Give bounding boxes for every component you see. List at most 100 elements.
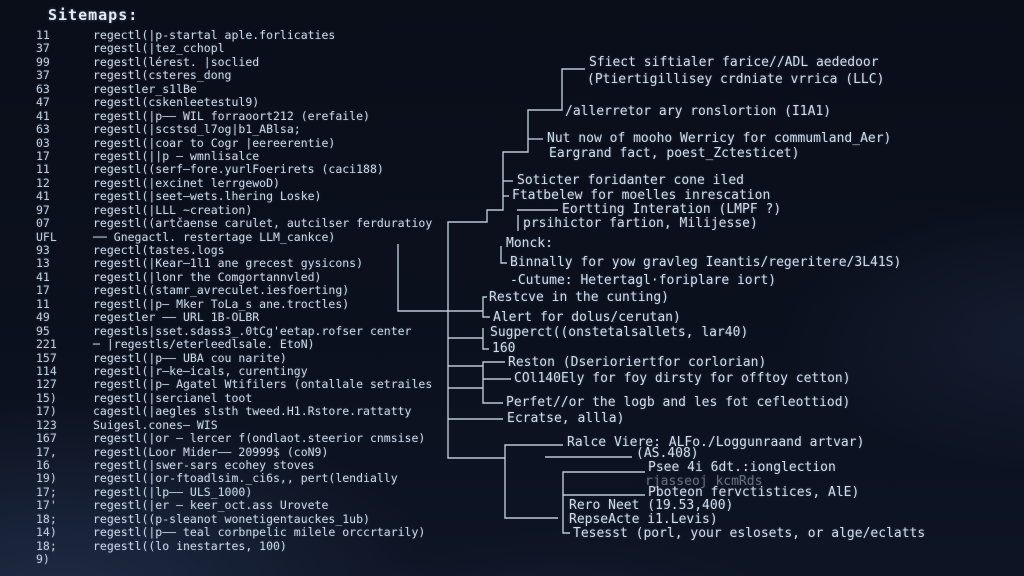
list-row: 41 regestl(|seet–wets.lhering Loske) (0, 189, 470, 204)
row-text: regestl(|p—— WIL forraoort212 (erefaile) (93, 108, 370, 123)
tree-node-label: COl140Ely for foy dirsty for offtoy cett… (514, 371, 851, 386)
row-number: 07 (36, 216, 50, 231)
row-number: 18; (36, 511, 57, 526)
list-row: 17' regestl(|er – keer_oct.ass Urovete (0, 498, 470, 513)
list-row: 9) (0, 552, 470, 566)
tree-node-label: Monck: (506, 236, 553, 251)
row-text: regestl(lérest. |soclied (93, 54, 260, 69)
row-text: regestl((lo inestartes, 100) (93, 538, 287, 553)
list-row: 221 ─ |regestls/eterleedlsale. EtoN) (0, 337, 470, 352)
tree-node-label: Ecratse, allla) (507, 411, 625, 426)
page-title: Sitemaps: (48, 6, 139, 24)
row-text: regestl(|p– Agatel Wtifilers (ontallale … (93, 377, 433, 392)
row-number: 19) (36, 471, 57, 486)
row-text: regestl(|swer-sars ecohey stoves (93, 458, 315, 472)
tree-node-label: Soticter foridanter cone iled (517, 173, 744, 188)
row-text: regestl(|sercianel toot (93, 390, 253, 405)
tree-node-label: Binnally for yow gravleg Ieantis/regerit… (510, 255, 902, 270)
row-number: 167 (36, 431, 57, 446)
row-number: 95 (36, 323, 50, 338)
list-row: 37 regestl(csteres_dong (0, 68, 470, 83)
list-row: 03 regestl(|coar to Cogr |eereerentie) (0, 135, 470, 150)
row-number: 37 (36, 41, 50, 56)
row-text: cagestl(|aegles slsth tweed.H1.Rstore.ra… (93, 404, 412, 419)
row-number: 99 (36, 54, 50, 69)
row-text: regestl(|p–– UBA cou narite) (93, 350, 287, 365)
row-number: 49 (36, 310, 50, 325)
row-number: 17 (36, 148, 50, 163)
tree-node-label: /allerretor ary ronslortion (I1A1) (565, 104, 832, 119)
row-text: regestl(|p– Mker ToLa_s ane.troctles) (93, 296, 350, 311)
row-number: 114 (36, 363, 57, 378)
list-row: 127 regestl(|p– Agatel Wtifilers (ontall… (0, 377, 470, 392)
row-number: 16 (36, 458, 50, 472)
list-row: 123 Suigesl.cones– WIS (0, 417, 470, 432)
row-number: 14) (36, 525, 57, 540)
row-number: 12 (36, 175, 50, 190)
list-row: 93 regectl(tastes.logs (0, 243, 470, 257)
tree-node-label: Reston (Dserioriertfor corlorian) (508, 355, 767, 370)
list-row: 63 regestler_s1lBe (0, 82, 470, 96)
row-number: 17 (36, 283, 50, 298)
row-text: regestl(|er – keer_oct.ass Urovete (93, 498, 329, 513)
row-text: regestl(Loor Mider–– 20999$ (coN9) (93, 444, 329, 459)
bracket-reston-wire (482, 361, 505, 404)
list-row: 17; regestl(|lp–– ULS_1000) (0, 484, 470, 499)
row-number: 37 (36, 68, 50, 83)
row-number: 18; (36, 538, 57, 553)
tree-node-label: Sfiect siftialer farice//ADL aededoor (589, 55, 879, 70)
row-number: 221 (36, 337, 57, 352)
row-number: 17, (36, 444, 57, 459)
tree-node-label: Eargrand fact, poest_Zctesticet) (549, 146, 800, 161)
row-number: 17) (36, 404, 57, 419)
row-text: regestl(|excinet lerrgewoD) (93, 175, 280, 190)
list-row: 14) regestl(|p–– teal corbnpelic milele … (0, 525, 470, 540)
box-ralce-wire (504, 444, 563, 519)
row-number: 41 (36, 269, 50, 284)
row-number: 123 (36, 417, 57, 432)
row-number: 11 (36, 162, 50, 177)
tree-node-label: Psee 4i 6dt.:ionglection (648, 460, 836, 475)
list-row: 07 regestl((artčaense carulet, autcilser… (0, 216, 470, 231)
row-text: regestl(|lonr the Comgortannvled) (93, 269, 322, 284)
row-number: 13 (36, 256, 50, 271)
row-number: 17; (36, 484, 57, 499)
list-row: 37 regestl(|tez_cchopl (0, 41, 470, 56)
tree-node-label: rjasseoj kcmRds (645, 474, 763, 489)
tree-node-label: (Ptiertigillisey crdniate vrrica (LLC) (587, 72, 885, 87)
row-text: ─ |regestls/eterleedlsale. EtoN) (93, 337, 315, 352)
list-row: UFL ── Gnegactl. restertage LLM_cankce) (0, 230, 470, 244)
row-text: regestl(|seet–wets.lhering Loske) (93, 189, 322, 204)
list-row: 41 regestl(|p—— WIL forraoort212 (erefai… (0, 108, 470, 123)
row-text: regestl(|scstsd_l7og|b1_ABlsa; (93, 122, 301, 137)
list-row: 18; regestl((lo inestartes, 100) (0, 538, 470, 553)
list-row: 41 regestl(|lonr the Comgortannvled) (0, 269, 470, 284)
tree-node-label: -Cutume: Hetertagl·foriplare iort) (510, 273, 777, 288)
tree-node-label: Ralce Viere: ALFo./Loggunraand artvar) (567, 435, 865, 450)
list-row: 114 regestl(|r–ke–icals, curentingy (0, 363, 470, 378)
row-text: regectl(tastes.logs (93, 243, 225, 257)
row-text: regestls|sset.sdass3_.0tCg'eetap.rofser … (93, 323, 412, 338)
row-text: regectl(|p-startal aple.forlicaties (93, 28, 336, 42)
row-text: regestl(|or-ftoadlsim._ci6s,, pert(lendi… (93, 471, 398, 486)
row-number: 03 (36, 135, 50, 150)
tree-node-label: prsihictor fartion, Milijesse) (523, 216, 758, 231)
tree-node-label: Restcve in the cunting) (489, 290, 670, 305)
row-number: 47 (36, 95, 50, 110)
row-text: Suigesl.cones– WIS (93, 417, 218, 432)
tree-node-label: Perfet//or the logb and les fot cefleott… (506, 395, 851, 410)
row-text: regestl(|lp–– ULS_1000) (93, 484, 253, 499)
tree-node-label: Rero Neet (19.53,400) (569, 498, 734, 513)
row-number: 15) (36, 390, 57, 405)
bracket-sugperct-160-wire (482, 328, 489, 350)
list-row: 47 regestl(cskenleetestul9) (0, 95, 470, 110)
row-text: regestl(||p – wmnlisalce (93, 148, 260, 163)
row-text: regestl(|coar to Cogr |eereerentie) (93, 135, 336, 150)
row-text: regestl(cskenleetestul9) (93, 95, 260, 110)
row-text: regestl(csteres_dong (93, 68, 232, 83)
row-number: 97 (36, 202, 50, 217)
list-row: 17 regestl((stamr_avreculet.iesfoerting) (0, 283, 470, 298)
row-text: regestl(|LLL ~creation) (93, 202, 253, 217)
list-row: 15) regestl(|sercianel toot (0, 390, 470, 405)
